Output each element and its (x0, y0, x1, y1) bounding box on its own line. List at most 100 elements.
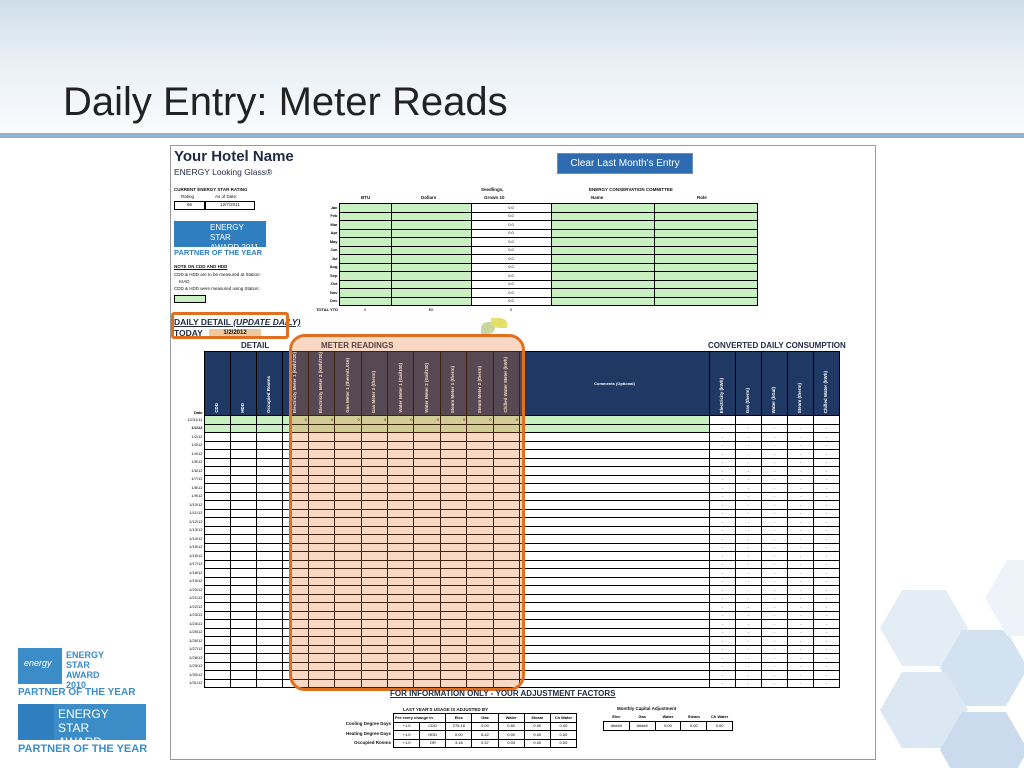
detail-input[interactable] (229, 542, 257, 553)
detail-input[interactable] (255, 534, 283, 544)
detail-input[interactable] (203, 542, 231, 553)
comment-input[interactable] (519, 525, 711, 536)
dollars-input[interactable] (390, 288, 472, 298)
detail-input[interactable] (203, 423, 231, 434)
comment-input[interactable] (519, 636, 711, 646)
comment-input[interactable] (519, 508, 711, 519)
detail-input[interactable] (203, 508, 231, 519)
detail-input[interactable] (255, 517, 283, 527)
detail-input[interactable] (255, 661, 283, 672)
detail-input[interactable] (255, 423, 283, 434)
detail-input[interactable] (229, 576, 257, 587)
detail-input[interactable] (255, 500, 283, 510)
detail-input[interactable] (229, 627, 257, 638)
station-input[interactable] (174, 295, 206, 303)
dollars-input[interactable] (390, 279, 472, 289)
comment-input[interactable] (519, 559, 711, 570)
detail-input[interactable] (229, 432, 257, 442)
comment-input[interactable] (519, 551, 711, 561)
detail-input[interactable] (255, 610, 283, 621)
comment-input[interactable] (519, 602, 711, 612)
detail-input[interactable] (203, 474, 231, 485)
detail-input[interactable] (255, 559, 283, 570)
detail-input[interactable] (229, 653, 257, 663)
detail-input[interactable] (229, 517, 257, 527)
comment-input[interactable] (519, 517, 711, 527)
detail-input[interactable] (203, 653, 231, 663)
detail-input[interactable] (229, 474, 257, 485)
member-role-input[interactable] (654, 296, 758, 306)
detail-input[interactable] (255, 491, 283, 502)
member-role-input[interactable] (654, 288, 758, 298)
comment-input[interactable] (519, 619, 711, 629)
detail-input[interactable] (255, 457, 283, 468)
dollars-input[interactable] (390, 262, 472, 272)
detail-input[interactable] (203, 585, 231, 595)
detail-input[interactable] (255, 585, 283, 595)
member-name-input[interactable] (551, 245, 655, 255)
member-name-input[interactable] (551, 211, 655, 221)
detail-input[interactable] (203, 670, 231, 680)
detail-input[interactable] (255, 593, 283, 604)
dollars-input[interactable] (390, 203, 472, 213)
member-role-input[interactable] (654, 203, 758, 213)
detail-input[interactable] (203, 491, 231, 502)
detail-input[interactable] (229, 559, 257, 570)
detail-input[interactable] (229, 415, 257, 425)
btu-input[interactable] (338, 237, 392, 247)
btu-input[interactable] (338, 288, 392, 298)
detail-input[interactable] (203, 483, 231, 493)
detail-input[interactable] (255, 440, 283, 451)
comment-input[interactable] (519, 670, 711, 680)
detail-input[interactable] (255, 474, 283, 485)
comment-input[interactable] (519, 576, 711, 587)
detail-input[interactable] (255, 653, 283, 663)
detail-input[interactable] (229, 619, 257, 629)
detail-input[interactable] (229, 610, 257, 621)
detail-input[interactable] (229, 457, 257, 468)
detail-input[interactable] (203, 568, 231, 578)
detail-input[interactable] (229, 670, 257, 680)
btu-input[interactable] (338, 245, 392, 255)
comment-input[interactable] (519, 483, 711, 493)
btu-input[interactable] (338, 211, 392, 221)
detail-input[interactable] (203, 525, 231, 536)
member-name-input[interactable] (551, 254, 655, 264)
comment-input[interactable] (519, 627, 711, 638)
member-name-input[interactable] (551, 288, 655, 298)
detail-input[interactable] (255, 678, 283, 689)
comment-input[interactable] (519, 593, 711, 604)
member-name-input[interactable] (551, 228, 655, 238)
comment-input[interactable] (519, 568, 711, 578)
detail-input[interactable] (203, 636, 231, 646)
btu-input[interactable] (338, 220, 392, 230)
member-name-input[interactable] (551, 296, 655, 306)
detail-input[interactable] (229, 491, 257, 502)
member-role-input[interactable] (654, 279, 758, 289)
detail-input[interactable] (255, 619, 283, 629)
detail-input[interactable] (203, 551, 231, 561)
btu-input[interactable] (338, 203, 392, 213)
detail-input[interactable] (203, 559, 231, 570)
detail-input[interactable] (229, 440, 257, 451)
detail-input[interactable] (229, 678, 257, 689)
btu-input[interactable] (338, 296, 392, 306)
detail-input[interactable] (229, 551, 257, 561)
comment-input[interactable] (519, 644, 711, 655)
detail-input[interactable] (229, 483, 257, 493)
detail-input[interactable] (255, 542, 283, 553)
btu-input[interactable] (338, 254, 392, 264)
comment-input[interactable] (519, 661, 711, 672)
detail-input[interactable] (203, 534, 231, 544)
dollars-input[interactable] (390, 245, 472, 255)
detail-input[interactable] (255, 483, 283, 493)
detail-input[interactable] (229, 534, 257, 544)
detail-input[interactable] (229, 636, 257, 646)
detail-input[interactable] (203, 661, 231, 672)
comment-input[interactable] (519, 542, 711, 553)
detail-input[interactable] (203, 466, 231, 476)
clear-last-month-button[interactable]: Clear Last Month's Entry (557, 153, 693, 174)
member-role-input[interactable] (654, 245, 758, 255)
comment-input[interactable] (519, 432, 711, 442)
detail-input[interactable] (255, 644, 283, 655)
